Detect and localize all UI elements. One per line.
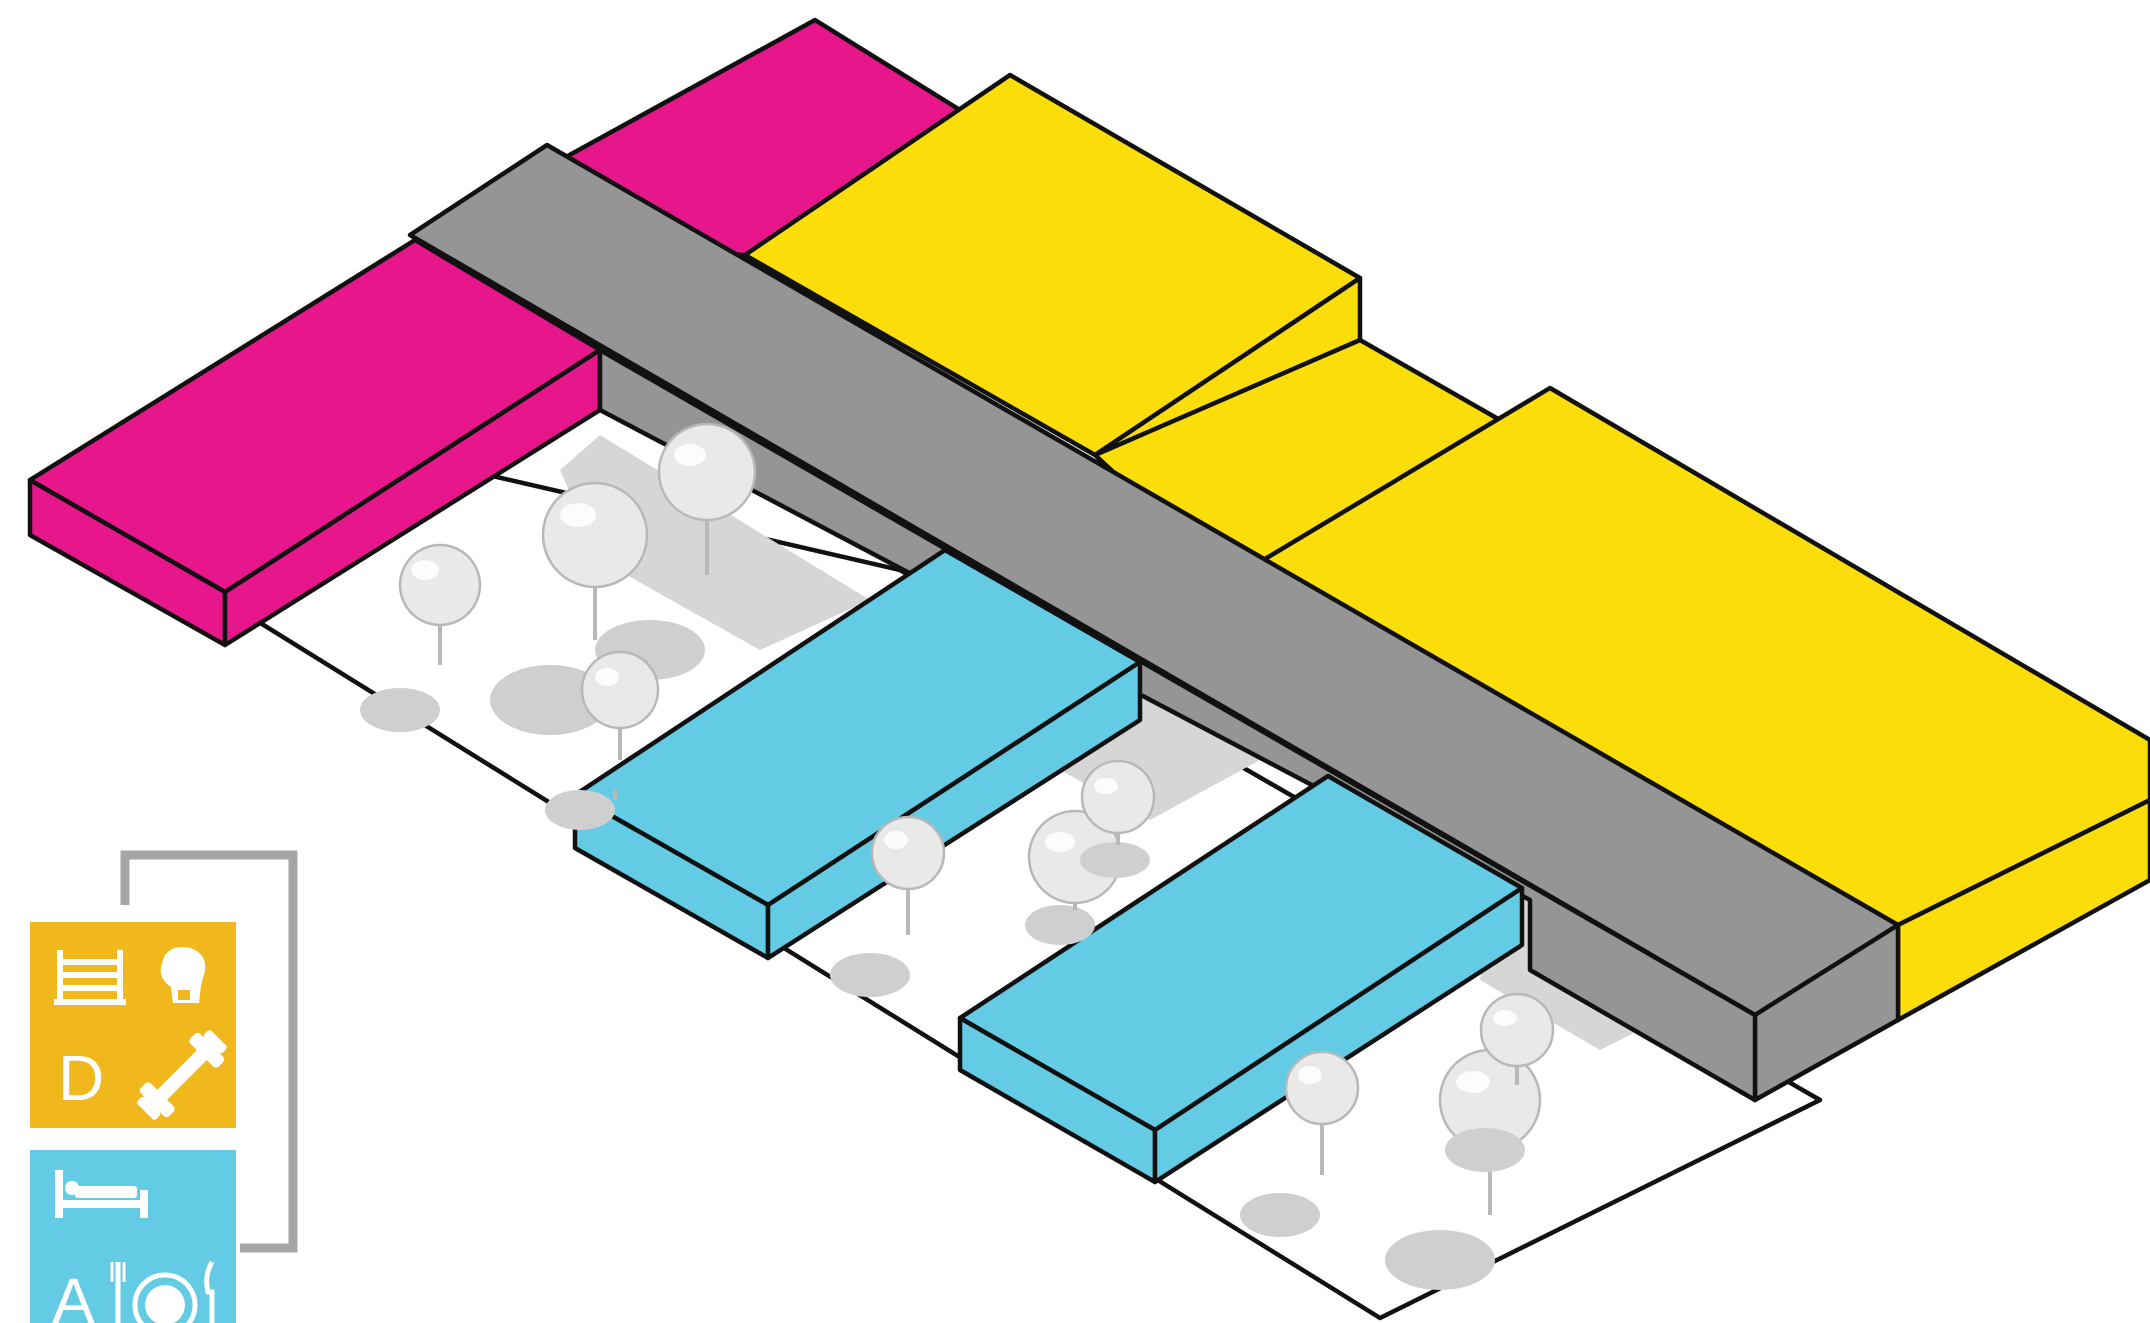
legend-panel-accommodation-bg (30, 1150, 236, 1323)
dining-plate-icon (110, 1260, 215, 1323)
cyan-block-2 (957, 773, 1525, 1185)
legend-bracket (120, 850, 298, 1253)
legend-letter-d: D (58, 1042, 104, 1114)
gray-spine-underside (597, 347, 1758, 1103)
legend-letter-a: A (52, 1265, 95, 1323)
tree (1025, 809, 1123, 945)
tree (1240, 1050, 1360, 1237)
boxing-glove-icon (160, 947, 206, 1003)
tree (490, 481, 649, 735)
tree (550, 790, 617, 824)
legend: D A (30, 850, 298, 1323)
cyan-2-side (1152, 885, 1525, 1185)
dumbbell-icon (137, 1030, 227, 1120)
cyan-1-side (765, 659, 1143, 961)
legend-panel-sports: D (30, 922, 236, 1128)
tree (830, 815, 946, 997)
gray-spine-block (407, 142, 1901, 1103)
legend-panel-accommodation: A (30, 1150, 236, 1323)
bed-icon (55, 1170, 148, 1218)
tree (1080, 759, 1156, 878)
tree (360, 543, 482, 732)
trees (360, 422, 1555, 1290)
tree (1445, 992, 1555, 1172)
boxing-ring-icon (54, 950, 126, 1005)
cyan-block-1 (572, 547, 1143, 961)
